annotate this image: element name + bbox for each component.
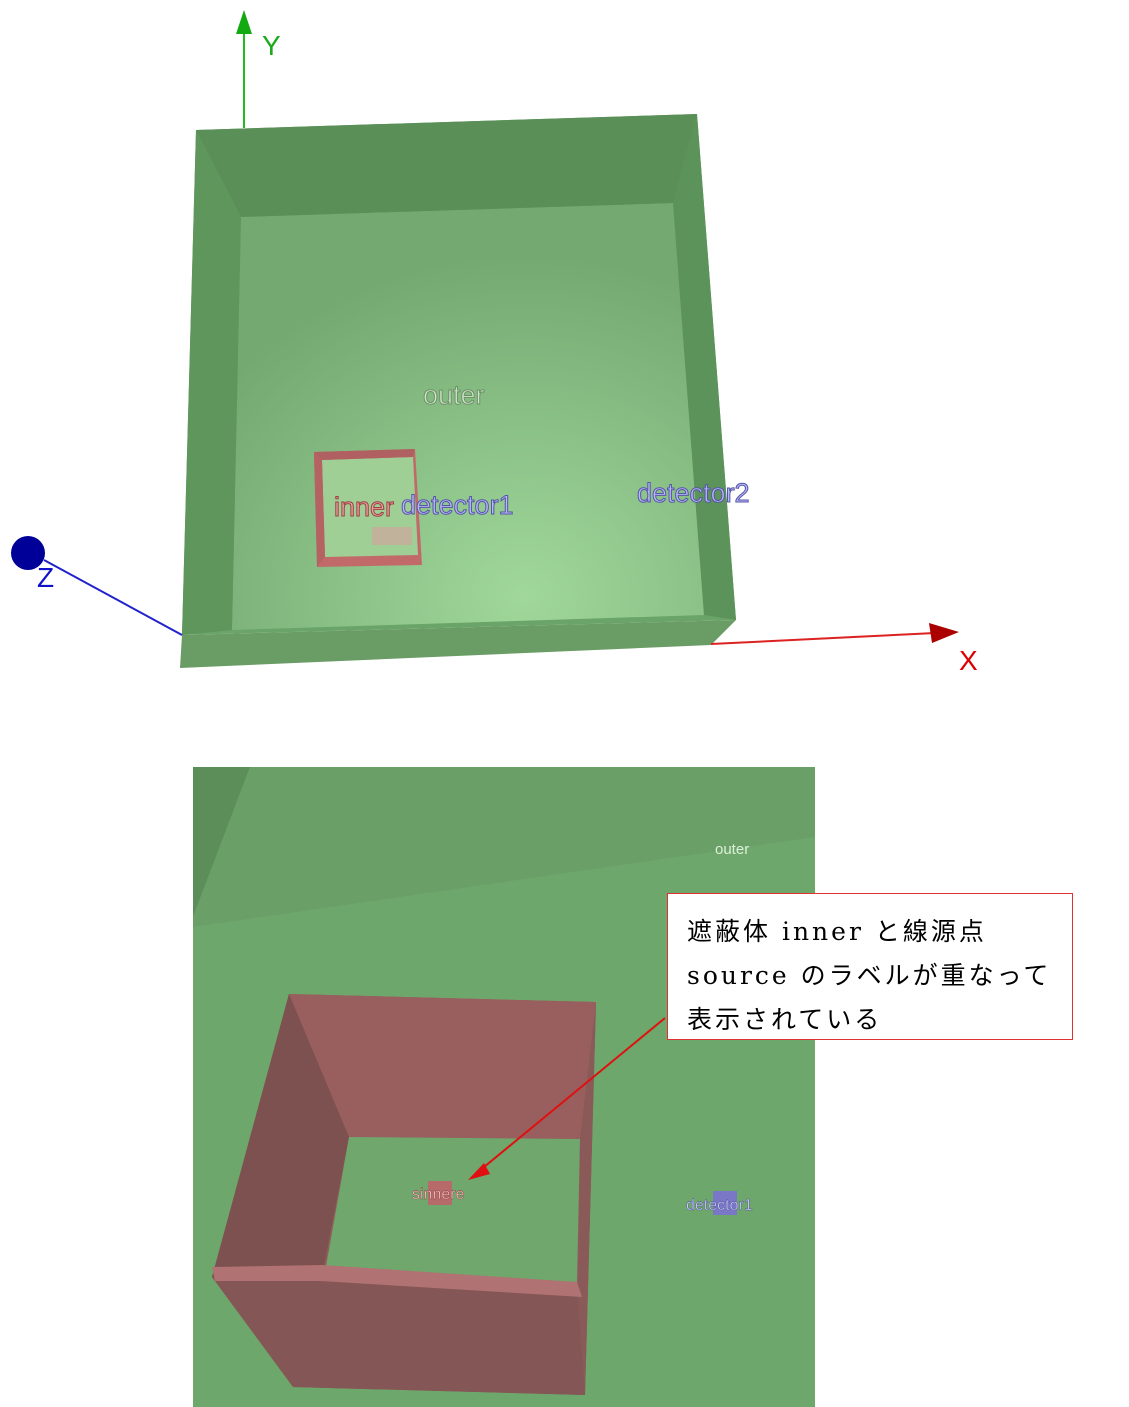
annotation-arrow-head (468, 1163, 490, 1180)
inner-left-wall-zoom (212, 994, 349, 1277)
inner-box-back-wall (314, 449, 415, 460)
z-axis-label: Z (37, 562, 54, 593)
source-marker-zoom[interactable] (428, 1181, 452, 1205)
x-axis-line (710, 632, 936, 645)
inner-right-wall-zoom (578, 1002, 596, 1395)
inner-back-wall-zoom (289, 994, 596, 1139)
outer-left-inner-wall (182, 130, 241, 635)
inner-rim-zoom (212, 1265, 582, 1297)
annotation-callout: 遮蔽体 inner と線源点 source のラベルが重なって表示されている (667, 893, 1073, 1040)
scene-overview-view[interactable]: Y outer inner detector1 detector2 X Z (0, 0, 1129, 700)
scene-zoom-view[interactable]: outer sinnere detector1 (0, 767, 1129, 1407)
annotation-arrow-line (477, 1017, 666, 1173)
z-axis-line (43, 559, 183, 636)
outer-right-inner-wall (673, 114, 736, 620)
outer-label: outer (423, 380, 485, 410)
inner-floor-zoom (325, 1137, 580, 1282)
outer-wall-shade (193, 767, 815, 927)
outer-box-floor (232, 203, 704, 630)
z-axis-endpoint (11, 536, 45, 570)
inner-front-wall-zoom (212, 1272, 585, 1395)
y-axis-label: Y (262, 30, 281, 61)
y-axis-arrowhead (236, 10, 252, 34)
detector2-label: detector2 (637, 478, 750, 508)
detector1-label-zoom: detector1 (686, 1197, 753, 1214)
outer-label-zoom: outer (715, 841, 749, 858)
source-marker[interactable] (372, 527, 412, 545)
x-axis-arrowhead (929, 623, 959, 643)
inner-label: inner (334, 492, 394, 522)
inner-box-left-wall (314, 452, 325, 567)
detector1-label: detector1 (401, 490, 514, 520)
outer-front-face (180, 620, 736, 668)
x-axis-label: X (959, 645, 978, 676)
outer-back-inner-wall (196, 114, 697, 217)
detector1-marker-zoom[interactable] (713, 1191, 737, 1215)
overlapping-label-zoom: sinnere (412, 1186, 465, 1203)
